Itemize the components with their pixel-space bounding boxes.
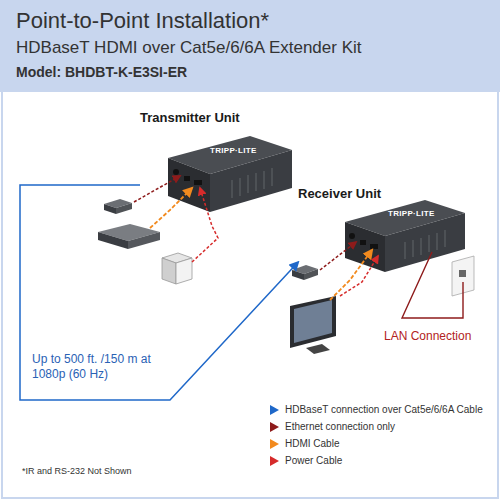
annotation-label: *IR and RS-232 Not Shown xyxy=(22,466,132,476)
legend-entry: HDBaseT connection over Cat5e/6/6A Cable xyxy=(270,404,483,415)
legend-entry: HDMI Cable xyxy=(270,438,339,449)
legend-text: HDBaseT connection over Cat5e/6/6A Cable xyxy=(285,404,483,415)
device-unit: Receiver UnitTRIPP·LITE xyxy=(298,184,468,276)
edge-label: Up to 500 ft. /150 m at 1080p (60 Hz) xyxy=(32,352,156,382)
legend-swatch xyxy=(270,422,279,432)
unit-heading: Receiver Unit xyxy=(298,186,381,201)
legend-swatch xyxy=(270,439,279,449)
ir-wire xyxy=(134,176,180,202)
brand-logo: TRIPP·LITE xyxy=(210,146,257,155)
ir-emitter xyxy=(292,265,318,280)
title-band xyxy=(0,0,500,92)
brand-logo: TRIPP·LITE xyxy=(388,209,435,218)
hdmi-wire xyxy=(150,188,192,228)
legend-swatch xyxy=(270,456,279,466)
legend-swatch xyxy=(270,405,279,415)
lan-wire xyxy=(402,252,463,318)
ir-wire xyxy=(320,242,356,270)
transmitter-illustration xyxy=(168,136,292,212)
annotation-label: Model: BHDBT-K-E3SI-ER xyxy=(16,64,187,80)
legend-text: Ethernet connection only xyxy=(285,421,395,432)
power-wire xyxy=(340,256,378,296)
unit-heading: Transmitter Unit xyxy=(140,110,240,125)
power-wire xyxy=(192,188,218,262)
hdmi-wire xyxy=(330,250,372,300)
tv-display xyxy=(290,296,336,354)
ir-sensor xyxy=(104,199,132,214)
legend-text: Power Cable xyxy=(285,455,342,466)
legend-text: HDMI Cable xyxy=(285,438,339,449)
power-adapter xyxy=(162,253,192,284)
diagram-title: Point-to-Point Installation* xyxy=(16,8,269,34)
annotation-label: LAN Connection xyxy=(384,329,471,343)
legend-entry: Ethernet connection only xyxy=(270,421,395,432)
hdbaset-cable xyxy=(20,185,298,400)
annotation-label: HDBaseT HDMI over Cat5e/6/6A Extender Ki… xyxy=(16,38,362,58)
device-unit: Transmitter UnitTRIPP·LITE xyxy=(140,108,300,218)
legend-entry: Power Cable xyxy=(270,455,342,466)
